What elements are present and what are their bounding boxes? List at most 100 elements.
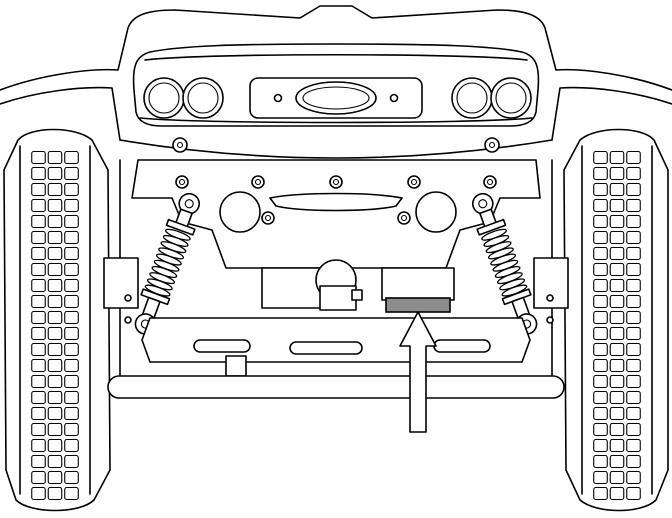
tread-block bbox=[64, 486, 79, 501]
tread-block bbox=[626, 390, 641, 405]
tread-block bbox=[626, 262, 641, 277]
tread-block bbox=[626, 294, 641, 309]
tread-block bbox=[593, 262, 608, 277]
tread-block bbox=[47, 438, 63, 453]
tread-block bbox=[609, 246, 625, 261]
tread-block bbox=[47, 278, 63, 293]
tread-block bbox=[64, 470, 79, 485]
frame-plate-bolts bbox=[175, 175, 497, 225]
tread-block bbox=[593, 246, 608, 261]
tread-block bbox=[64, 406, 79, 421]
pointer-arrow bbox=[399, 311, 437, 433]
right-frame-hole bbox=[415, 191, 457, 233]
tread-block bbox=[609, 166, 625, 181]
tread-block bbox=[593, 230, 608, 245]
tread-block bbox=[609, 422, 625, 437]
tread-block bbox=[626, 278, 641, 293]
tread-block bbox=[626, 422, 641, 437]
tread-block bbox=[626, 166, 641, 181]
tread-block bbox=[609, 342, 625, 357]
tail-lights bbox=[143, 77, 532, 119]
center-badge bbox=[249, 77, 423, 119]
tread-block bbox=[31, 470, 46, 485]
tread-block bbox=[47, 166, 63, 181]
tread-block bbox=[31, 294, 46, 309]
tread-block bbox=[47, 390, 63, 405]
tread-block bbox=[609, 230, 625, 245]
tread-block bbox=[593, 374, 608, 389]
tread-block bbox=[31, 486, 46, 501]
frame-chassis bbox=[103, 159, 569, 381]
tread-block bbox=[593, 150, 608, 165]
left-spring bbox=[144, 228, 191, 297]
tread-block bbox=[47, 182, 63, 197]
left-shock-absorber bbox=[134, 192, 201, 335]
tread-block bbox=[626, 150, 641, 165]
tread-block bbox=[64, 198, 79, 213]
tread-block bbox=[64, 166, 79, 181]
tread-block bbox=[64, 230, 79, 245]
tread-block bbox=[64, 150, 79, 165]
tread-block bbox=[626, 374, 641, 389]
tread-block bbox=[593, 438, 608, 453]
tread-block bbox=[626, 310, 641, 325]
tread-block bbox=[47, 486, 63, 501]
tread-block bbox=[64, 182, 79, 197]
tread-block bbox=[64, 390, 79, 405]
tread-block bbox=[64, 438, 79, 453]
tread-block bbox=[47, 406, 63, 421]
tread-block bbox=[593, 182, 608, 197]
tread-block bbox=[593, 214, 608, 229]
tread-block bbox=[64, 358, 79, 373]
tread-block bbox=[31, 358, 46, 373]
tread-block bbox=[31, 166, 46, 181]
tread-block bbox=[47, 150, 63, 165]
tread-block bbox=[609, 486, 625, 501]
tread-block bbox=[609, 150, 625, 165]
tread-block bbox=[626, 454, 641, 469]
tread-block bbox=[609, 294, 625, 309]
tread-block bbox=[609, 406, 625, 421]
tread-block bbox=[31, 182, 46, 197]
tread-block bbox=[609, 326, 625, 341]
tread-block bbox=[626, 438, 641, 453]
side-cogs bbox=[172, 137, 500, 153]
tread-block bbox=[64, 278, 79, 293]
tread-block bbox=[593, 470, 608, 485]
tread-block bbox=[47, 198, 63, 213]
tread-block bbox=[609, 454, 625, 469]
tread-block bbox=[593, 278, 608, 293]
tread-block bbox=[626, 358, 641, 373]
tread-block bbox=[626, 198, 641, 213]
tread-block bbox=[47, 342, 63, 357]
tread-block bbox=[47, 294, 63, 309]
tread-block bbox=[626, 182, 641, 197]
tread-block bbox=[64, 374, 79, 389]
tread-block bbox=[626, 246, 641, 261]
tread-block bbox=[64, 422, 79, 437]
tread-block bbox=[626, 486, 641, 501]
tread-block bbox=[47, 214, 63, 229]
tread-block bbox=[593, 166, 608, 181]
tread-block bbox=[47, 422, 63, 437]
tread-block bbox=[64, 294, 79, 309]
tread-block bbox=[626, 406, 641, 421]
tread-block bbox=[593, 390, 608, 405]
tread-block bbox=[593, 294, 608, 309]
tread-block bbox=[47, 326, 63, 341]
left-rear-tire bbox=[3, 128, 111, 512]
lower-cross-member bbox=[141, 317, 531, 377]
tread-block bbox=[47, 358, 63, 373]
tread-block bbox=[31, 390, 46, 405]
rear-axle-bar bbox=[107, 375, 565, 399]
tread-block bbox=[31, 310, 46, 325]
tread-block bbox=[593, 342, 608, 357]
right-tire-tread bbox=[593, 150, 641, 501]
tread-block bbox=[593, 422, 608, 437]
motor-gearbox bbox=[261, 259, 455, 311]
tread-block bbox=[31, 214, 46, 229]
tread-block bbox=[609, 374, 625, 389]
tread-block bbox=[47, 374, 63, 389]
tread-block bbox=[64, 262, 79, 277]
